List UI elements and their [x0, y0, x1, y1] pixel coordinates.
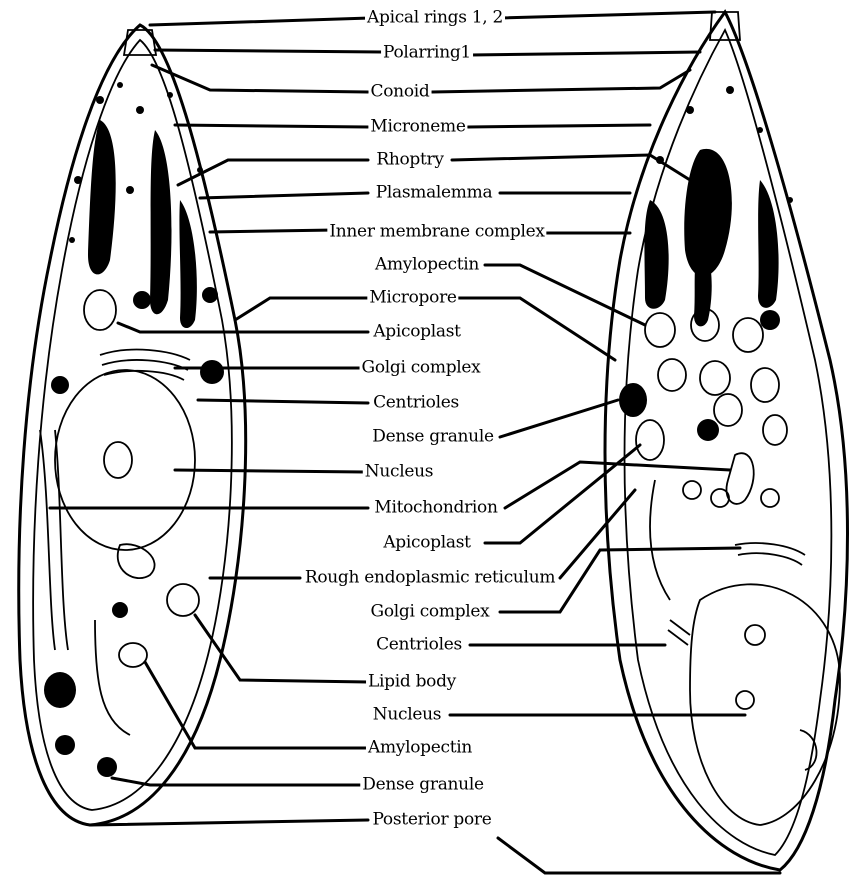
label-nucleus-right: Nucleus — [371, 707, 443, 724]
left-lipid-body — [167, 584, 199, 616]
label-apicoplast-right: Apicoplast — [381, 535, 472, 552]
right-inner-membrane — [625, 30, 832, 855]
label-micropore: Micropore — [367, 290, 458, 307]
left-rhoptry-3 — [179, 200, 196, 328]
label-centrioles-left: Centrioles — [371, 395, 461, 412]
left-er — [40, 430, 68, 650]
left-nucleus — [55, 370, 195, 550]
left-dense-granule-upper — [200, 360, 224, 384]
label-conoid: Conoid — [369, 84, 432, 101]
label-dense-granule-left: Dense granule — [360, 777, 485, 794]
right-er — [650, 480, 670, 600]
label-microneme: Microneme — [368, 119, 467, 136]
right-nucleus — [690, 584, 840, 825]
label-amylopectin-right: Amylopectin — [373, 257, 481, 274]
left-apicoplast — [84, 290, 116, 330]
label-centrioles-right: Centrioles — [374, 637, 464, 654]
left-golgi — [100, 350, 190, 380]
right-mitochondrion — [726, 453, 753, 504]
left-rhoptry-2 — [150, 130, 172, 314]
left-mito — [95, 620, 130, 735]
label-apical-rings: Apical rings 1, 2 — [365, 10, 505, 27]
label-golgi-complex-left: Golgi complex — [360, 360, 483, 377]
label-lipid-body: Lipid body — [366, 674, 458, 691]
label-polar-ring: Polarring1 — [381, 45, 473, 62]
label-golgi-complex-right: Golgi complex — [369, 604, 492, 621]
left-amylopectin — [119, 643, 147, 667]
label-inner-membrane-complex: Inner membrane complex — [327, 224, 546, 241]
label-mitochondrion: Mitochondrion — [372, 500, 499, 517]
label-nucleus-left: Nucleus — [363, 464, 435, 481]
left-nucleolus — [104, 442, 132, 478]
right-apicoplast — [636, 420, 664, 460]
right-centrioles — [668, 620, 690, 645]
label-dense-granule-right: Dense granule — [370, 429, 495, 446]
label-amylopectin-left: Amylopectin — [366, 740, 474, 757]
left-cell — [19, 25, 246, 825]
label-plasmalemma: Plasmalemma — [374, 185, 495, 202]
right-cell — [605, 12, 848, 870]
label-rhoptry: Rhoptry — [374, 152, 445, 169]
right-dense-granule — [619, 383, 647, 417]
right-golgi — [735, 543, 805, 565]
right-rhoptry-2 — [644, 200, 668, 309]
label-posterior-pore: Posterior pore — [370, 812, 493, 829]
right-cell-outline — [605, 12, 848, 870]
label-apicoplast-left: Apicoplast — [371, 324, 462, 341]
label-rough-er: Rough endoplasmic reticulum — [303, 570, 557, 587]
